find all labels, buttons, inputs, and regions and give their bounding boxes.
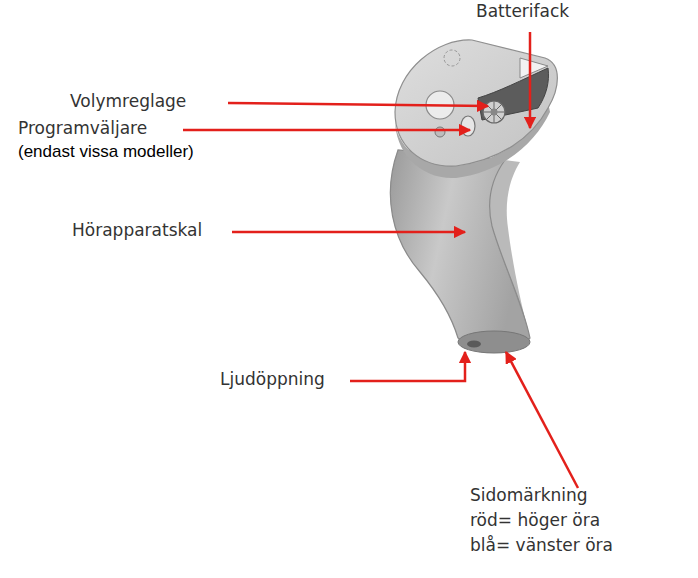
battery-door-lip xyxy=(520,58,548,78)
part-label: Hörapparatskal xyxy=(72,221,202,241)
part-label: Batterifack xyxy=(476,2,569,22)
volume-wheel xyxy=(483,101,505,123)
leader-lines xyxy=(183,32,578,488)
part-label: Ljudöppning xyxy=(220,370,325,390)
faceplate xyxy=(395,40,557,166)
leader-line xyxy=(506,352,578,488)
program-button xyxy=(461,116,475,136)
leader-line xyxy=(350,352,465,381)
shell-shadow xyxy=(490,160,528,330)
pull-cord-mark xyxy=(444,50,460,66)
leader-line xyxy=(232,231,465,234)
volume-wheel-ridges xyxy=(483,101,505,123)
shell-body xyxy=(390,150,530,349)
part-label: Volymreglage xyxy=(70,92,186,112)
leader-line xyxy=(183,129,470,132)
legend-label: blå= vänster öra xyxy=(470,536,613,556)
volume-wheel-hub xyxy=(491,109,498,116)
part-label: Sidomärkning xyxy=(470,486,588,506)
sound-outlet xyxy=(467,341,481,348)
leader-line xyxy=(529,32,532,128)
vent-opening xyxy=(435,127,445,137)
leader-line xyxy=(228,103,488,106)
note-label: (endast vissa modeller) xyxy=(18,142,194,162)
part-label: Programväljare xyxy=(18,119,147,139)
battery-door xyxy=(478,68,549,120)
hearing-aid xyxy=(390,40,557,353)
canal-tip xyxy=(458,331,530,353)
legend-label: röd= höger öra xyxy=(470,511,600,531)
